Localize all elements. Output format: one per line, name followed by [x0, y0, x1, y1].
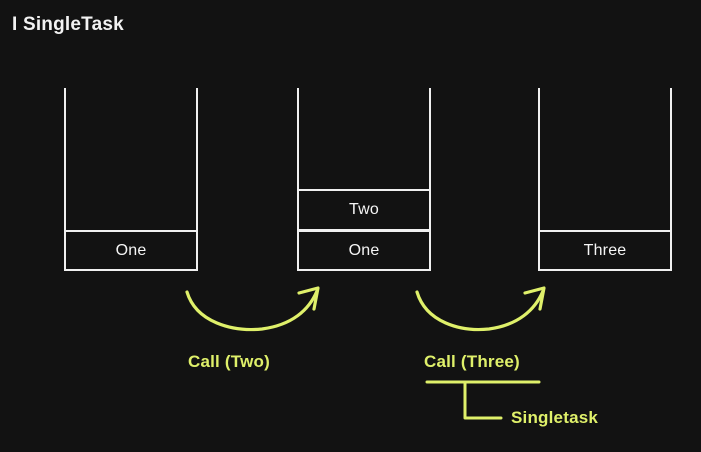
stack-3: Three [538, 88, 672, 271]
page-title: I SingleTask [12, 14, 124, 35]
stack-frame-one: One [64, 230, 198, 271]
stack-frame-one: One [297, 230, 431, 271]
stack-frame-label: Three [583, 241, 627, 259]
arrow-call-two-label: Call (Two) [188, 352, 270, 371]
stack-2: Two One [297, 88, 431, 271]
arrow-call-three-icon [415, 286, 546, 332]
stack-2-right-wall [429, 88, 431, 191]
stack-3-right-wall [670, 88, 672, 232]
stack-frame-label: One [115, 241, 147, 259]
arrow-call-three-label: Call (Three) [424, 352, 520, 371]
stack-frame-label: One [348, 241, 380, 259]
stack-2-left-wall [297, 88, 299, 191]
singletask-bracket-icon [425, 380, 541, 420]
stack-1-left-wall [64, 88, 66, 232]
arrow-call-two-icon [185, 286, 320, 332]
stack-1-right-wall [196, 88, 198, 232]
stack-frame-three: Three [538, 230, 672, 271]
stack-frame-label: Two [349, 201, 379, 218]
singletask-annotation-label: Singletask [511, 408, 599, 427]
stack-1: One [64, 88, 198, 271]
stack-3-left-wall [538, 88, 540, 232]
